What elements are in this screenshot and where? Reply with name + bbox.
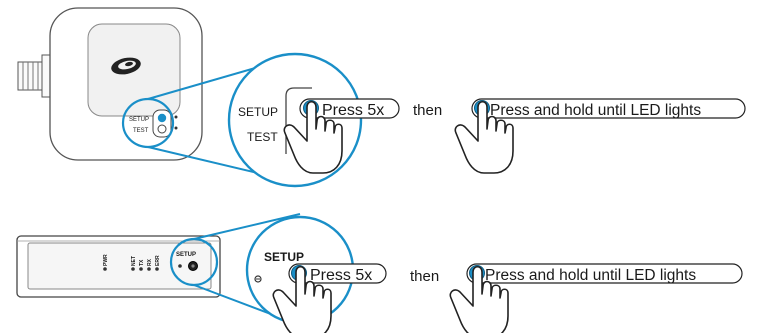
bottom-step2-press-hold: Press and hold until LED lights bbox=[449, 263, 743, 333]
top-step2-pill bbox=[471, 98, 746, 119]
top-step1-press-5x: Press 5x bbox=[283, 98, 400, 174]
bottom-pwr-label: PWR bbox=[103, 254, 109, 266]
bottom-tx-label: TX bbox=[139, 259, 145, 266]
top-device-setup-label: SETUP bbox=[129, 117, 149, 123]
pwr-led bbox=[103, 267, 107, 271]
top-step1-label: Press 5x bbox=[322, 102, 384, 119]
bottom-step1-press-5x: Press 5x bbox=[272, 263, 387, 333]
tx-led bbox=[139, 267, 143, 271]
top-then-label: then bbox=[413, 102, 442, 119]
bottom-step2-pill bbox=[466, 263, 743, 284]
top-zoom-callout: SETUP TEST bbox=[227, 52, 363, 188]
top-device-test-label: TEST bbox=[133, 128, 149, 134]
top-step1-pill bbox=[299, 98, 400, 119]
bottom-device: PWR NET TX RX ERR SETUP bbox=[16, 235, 221, 298]
cable-connector bbox=[17, 54, 53, 98]
bottom-step2-label: Press and hold until LED lights bbox=[485, 267, 696, 284]
bottom-step1-label: Press 5x bbox=[310, 267, 372, 284]
top-zoom-setup-label: SETUP bbox=[238, 105, 278, 119]
bottom-rx-label: RX bbox=[147, 258, 153, 266]
bottom-net-label: NET bbox=[131, 256, 137, 266]
logo-swirl-icon bbox=[111, 57, 141, 75]
rx-led bbox=[147, 267, 151, 271]
net-led bbox=[131, 267, 135, 271]
bottom-err-label: ERR bbox=[155, 255, 161, 266]
bottom-device-setup-label: SETUP bbox=[176, 252, 196, 258]
top-device-setup-button[interactable] bbox=[157, 113, 167, 123]
bottom-step1-pill bbox=[288, 263, 387, 284]
top-device: SETUP TEST bbox=[17, 7, 203, 161]
top-step2-press-hold: Press and hold until LED lights bbox=[454, 98, 746, 174]
top-zoom-test-label: TEST bbox=[247, 130, 278, 144]
bottom-zoom-setup-label: SETUP bbox=[264, 250, 304, 264]
top-step2-label: Press and hold until LED lights bbox=[490, 102, 701, 119]
top-device-test-button[interactable] bbox=[157, 124, 167, 134]
bottom-then-label: then bbox=[410, 268, 439, 285]
err-led bbox=[155, 267, 159, 271]
